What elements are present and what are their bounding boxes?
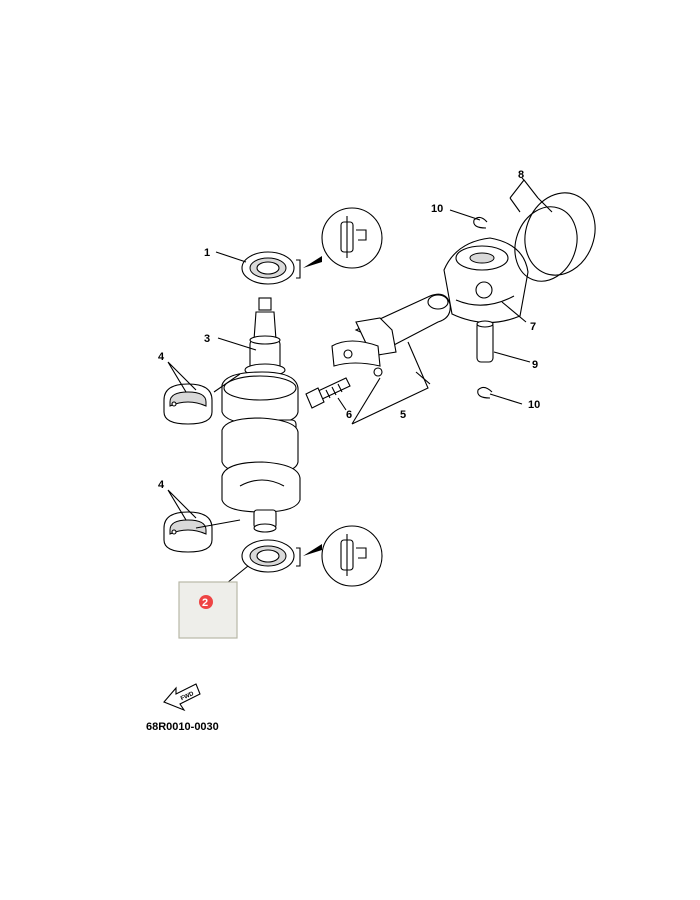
callout-4-upper[interactable]: 4 [158,351,165,363]
crankshaft[interactable] [221,297,301,533]
callout-8[interactable]: 8 [518,169,524,181]
grease-bracket-top [296,256,322,279]
grease-bracket-bottom [296,544,322,567]
connecting-rod[interactable] [331,293,451,377]
piston-ring-inner[interactable] [505,198,587,290]
circlip-bottom[interactable] [477,386,493,399]
piston-pin[interactable] [476,320,494,363]
callout-1[interactable]: 1 [204,247,210,259]
oil-seal-bottom[interactable] [241,539,295,573]
piston[interactable] [443,237,529,324]
grease-symbol-top [321,207,383,269]
diagram-code: 68R0010-0030 [146,721,219,733]
callout-9[interactable]: 9 [532,359,538,371]
callout-4-lower[interactable]: 4 [158,479,165,491]
callout-10-top[interactable]: 10 [431,203,443,215]
callout-2[interactable]: 2 [202,597,208,609]
highlight-box-part-2[interactable]: 2 [178,581,238,639]
callout-3[interactable]: 3 [204,333,210,345]
grease-symbol-bottom [321,525,383,587]
piston-ring-outer[interactable] [514,183,607,285]
callout-5[interactable]: 5 [400,409,406,421]
callout-6[interactable]: 6 [346,409,352,421]
bearing-lower[interactable] [163,511,213,553]
bearing-upper[interactable] [163,383,213,425]
callout-7[interactable]: 7 [530,321,536,333]
connecting-rod-bolt[interactable] [305,377,351,409]
oil-seal-top[interactable] [241,251,295,285]
fwd-label: FWD [180,691,196,702]
callout-10-bottom[interactable]: 10 [528,399,540,411]
fwd-arrow-icon: FWD [163,683,201,712]
callouts: 1 3 4 4 6 5 7 8 9 10 10 [158,169,540,491]
circlip-top[interactable] [473,216,488,229]
